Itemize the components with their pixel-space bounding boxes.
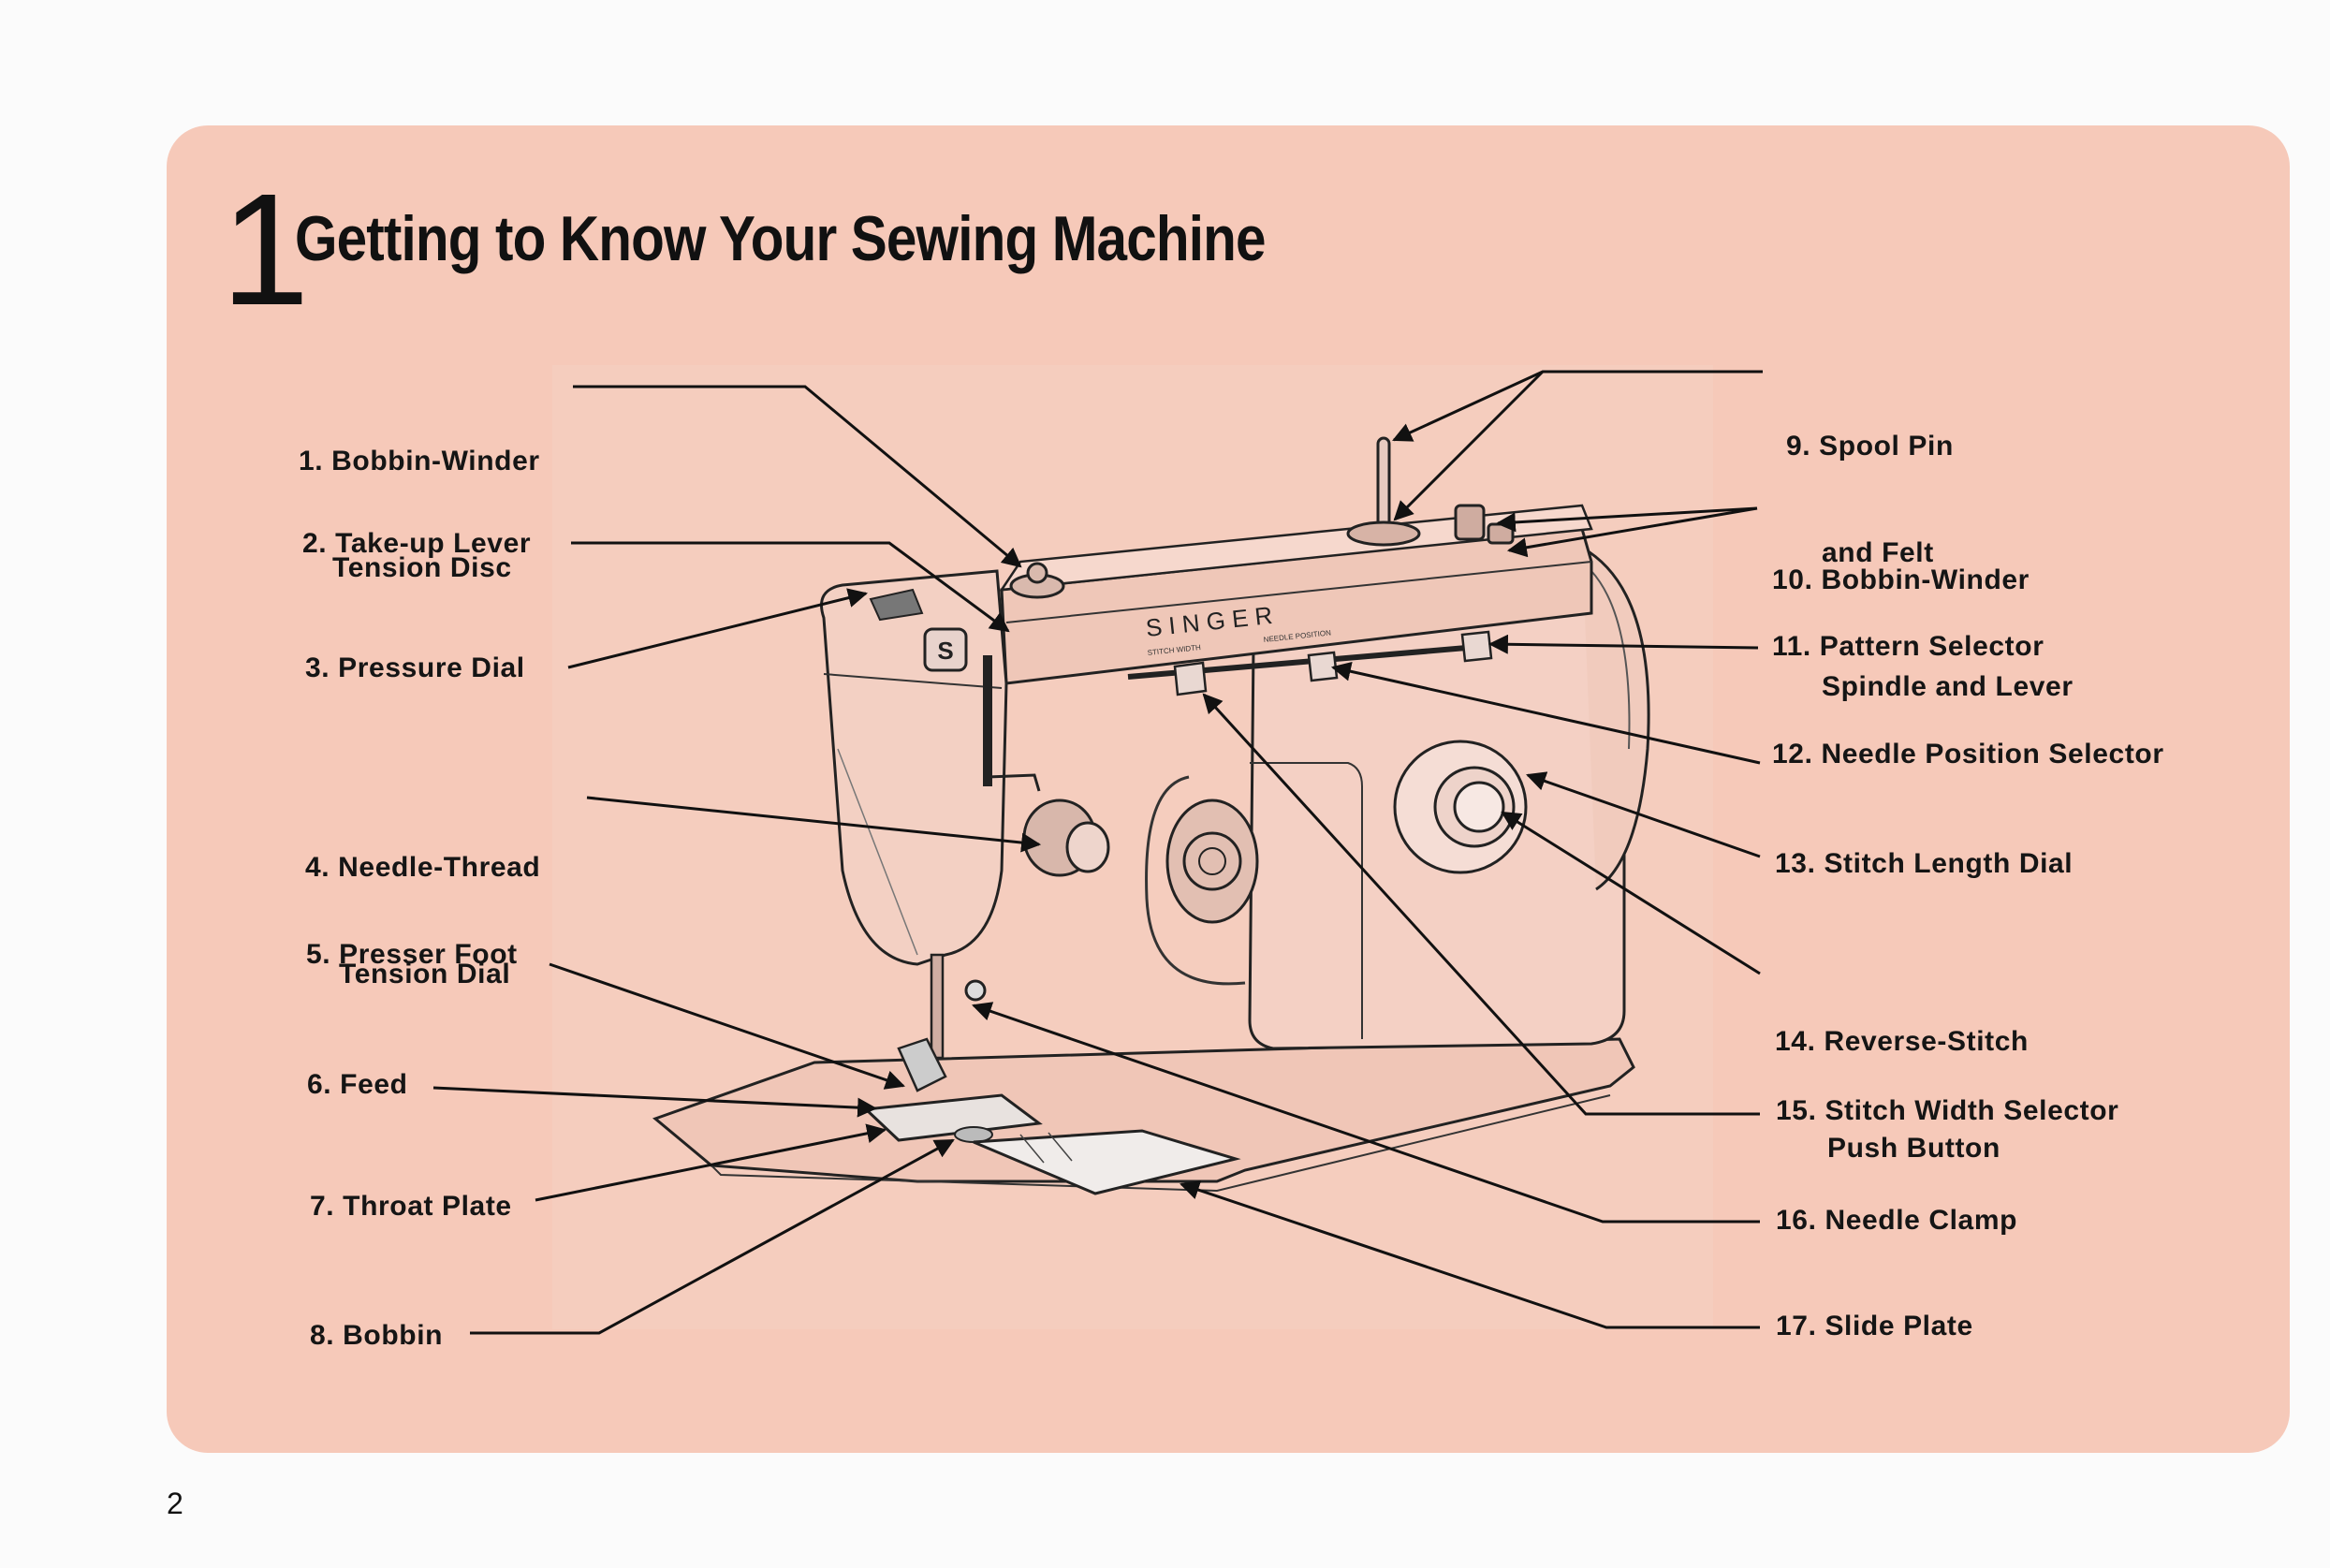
label-needle-clamp: 16. Needle Clamp [1776, 1205, 2018, 1236]
leader-lines [432, 370, 1763, 1335]
chapter-title: Getting to Know Your Sewing Machine [295, 203, 1267, 274]
label-bobbin-winder-spindle-and-lever: 10. Bobbin-Winder Spindle and Lever [1772, 564, 2074, 702]
page-number: 2 [167, 1487, 183, 1520]
label-bobbin-winder-tension-disc: 1. Bobbin-Winder Tension Disc [299, 446, 540, 583]
throat-plate [862, 1093, 1043, 1142]
label-stitch-width-selector: 15. Stitch Width Selector [1776, 1095, 2119, 1126]
label-throat-plate: 7. Throat Plate [310, 1191, 512, 1222]
handwheel [1581, 546, 1650, 891]
bobbin-winder-spindle [1454, 504, 1486, 541]
svg-text:S: S [937, 637, 953, 665]
label-presser-foot: 5. Presser Foot [306, 939, 518, 970]
label-reverse-stitch-push-button: 14. Reverse-Stitch Push Button [1775, 1026, 2029, 1164]
singer-logo-badge [923, 627, 968, 672]
reverse-stitch-button [1453, 781, 1505, 833]
arm-top-surface [999, 504, 1593, 592]
label-needle-thread-tension-dial: 4. Needle-Thread Tension Dial [305, 852, 541, 989]
label-feed: 6. Feed [307, 1069, 408, 1100]
label-pattern-selector: 11. Pattern Selector [1772, 631, 2044, 662]
pressure-dial [869, 588, 924, 622]
label-spool-pin-and-felt: 9. Spool Pin and Felt [1786, 431, 1954, 568]
label-bobbin: 8. Bobbin [310, 1320, 444, 1351]
needle-position-selector-knob [1307, 651, 1339, 682]
label-stitch-length-dial: 13. Stitch Length Dial [1775, 848, 2074, 879]
slide-plate [973, 1129, 1241, 1195]
label-pressure-dial: 3. Pressure Dial [305, 652, 525, 683]
needle-clamp-screw [964, 979, 987, 1002]
stitch-width-selector-knob [1173, 661, 1208, 696]
chapter-number: 1 [221, 161, 310, 339]
spool-pin [1376, 436, 1391, 534]
label-take-up-lever: 2. Take-up Lever [302, 528, 532, 559]
label-slide-plate: 17. Slide Plate [1776, 1311, 1973, 1341]
presser-foot [897, 1037, 947, 1092]
spool-felt [1346, 520, 1421, 547]
pattern-selector-knob [1460, 630, 1493, 663]
presser-bar [930, 953, 945, 1060]
motor [1165, 799, 1259, 924]
label-needle-position-selector: 12. Needle Position Selector [1772, 739, 2164, 769]
